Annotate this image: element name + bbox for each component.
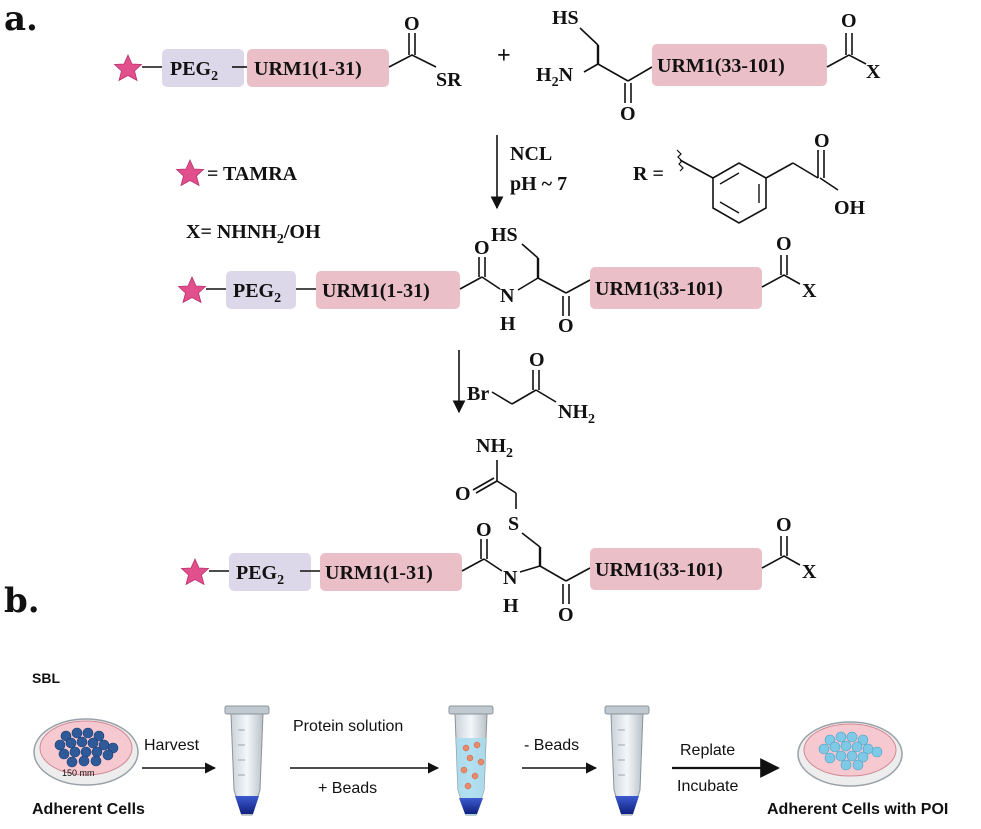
peg-text: PEG	[170, 58, 212, 80]
svg-text:NH2: NH2	[476, 435, 513, 461]
thiol-hs: HS	[552, 7, 579, 29]
tube-2-icon	[448, 705, 494, 816]
protein-solution-label: Protein solution	[293, 718, 403, 735]
incubate-label: Incubate	[677, 778, 738, 795]
start-label: Adherent Cells	[32, 801, 145, 818]
add-beads-label: + Beads	[318, 780, 377, 797]
svg-text:O: O	[558, 604, 574, 626]
svg-text:PEG2: PEG2	[233, 280, 281, 306]
svg-text:URM1(33-101): URM1(33-101)	[595, 559, 723, 581]
svg-text:H: H	[503, 595, 519, 617]
svg-text:HS: HS	[491, 224, 518, 246]
svg-text:NH2: NH2	[558, 401, 595, 427]
x-legend: X= NHNH2/OH	[186, 221, 321, 247]
svg-text:X: X	[802, 561, 817, 583]
light-cells	[818, 731, 883, 771]
svg-text:N: N	[500, 285, 515, 307]
svg-text:N: N	[503, 567, 518, 589]
remove-beads-label: - Beads	[524, 737, 579, 754]
tube-1-icon	[224, 705, 270, 816]
svg-text:H: H	[500, 313, 516, 335]
r-label: R =	[633, 163, 664, 185]
c-term-x: X	[866, 61, 881, 83]
svg-text:O: O	[558, 315, 574, 337]
legend-star-icon	[176, 159, 204, 186]
urm1-c-label: URM1(33-101)	[657, 55, 785, 77]
bead-particles	[460, 741, 485, 790]
c-term-oxygen: O	[841, 10, 857, 32]
thioether-sulfur: S	[508, 513, 519, 535]
ph-label: pH ~ 7	[510, 173, 567, 195]
sbl-label: SBL	[32, 670, 60, 686]
harvest-label: Harvest	[144, 737, 200, 754]
alkylated-product: NH2 O S PEG2 URM1(1-31) O N H O URM1(33-…	[181, 435, 817, 626]
svg-text:O: O	[474, 237, 490, 259]
ncl-label: NCL	[510, 143, 552, 165]
panel-a-label: a.	[4, 0, 38, 39]
panel-b-label: b.	[4, 581, 40, 621]
acid-oxygen: O	[814, 130, 830, 152]
tamra-star-icon	[114, 54, 142, 81]
svg-text:H2N: H2N	[536, 64, 574, 90]
tube-3-icon	[604, 705, 650, 816]
product-star-icon	[178, 276, 206, 303]
carbonyl-oxygen: O	[404, 13, 420, 35]
amide-oxygen: O	[620, 103, 636, 125]
bromine-label: Br	[467, 383, 489, 405]
svg-text:O: O	[529, 349, 545, 371]
cysteine-fragment: HS H2N O URM1(33-101) O X	[536, 7, 881, 125]
svg-text:O: O	[776, 233, 792, 255]
svg-text:O: O	[776, 514, 792, 536]
svg-text:X: X	[802, 280, 817, 302]
plus-sign: +	[497, 43, 511, 69]
end-label: Adherent Cells with POI	[767, 801, 948, 818]
replate-label: Replate	[680, 742, 735, 759]
svg-text:URM1(1-31): URM1(1-31)	[322, 280, 430, 302]
urm1-c-box	[652, 44, 827, 86]
r-group-structure: R = O OH	[633, 130, 866, 224]
peg-subscript: 2	[211, 69, 218, 84]
svg-text:O: O	[476, 519, 492, 541]
culture-dish-icon: 150 mm	[33, 718, 139, 786]
urm1-n-label: URM1(1-31)	[254, 58, 362, 80]
svg-text:PEG2: PEG2	[170, 58, 218, 84]
thioester-fragment: PEG2 URM1(1-31) O SR	[114, 13, 462, 91]
benzene-ring	[712, 162, 767, 224]
ligation-product: PEG2 URM1(1-31) O N H HS O URM1(33-101) …	[178, 224, 817, 337]
svg-text:URM1(33-101): URM1(33-101)	[595, 278, 723, 300]
svg-text:PEG2: PEG2	[236, 562, 284, 588]
peg-box	[162, 49, 244, 87]
dish-size: 150 mm	[62, 768, 95, 778]
urm1-n-box	[247, 49, 389, 87]
thioester-sr: SR	[436, 69, 462, 91]
acid-oh: OH	[834, 197, 866, 219]
tamra-legend: = TAMRA	[207, 163, 298, 185]
svg-text:URM1(1-31): URM1(1-31)	[325, 562, 433, 584]
result-dish-icon	[797, 721, 903, 787]
bromoacetamide-structure: Br O NH2	[467, 349, 595, 427]
svg-text:O: O	[455, 483, 471, 505]
dark-cells	[54, 727, 119, 768]
